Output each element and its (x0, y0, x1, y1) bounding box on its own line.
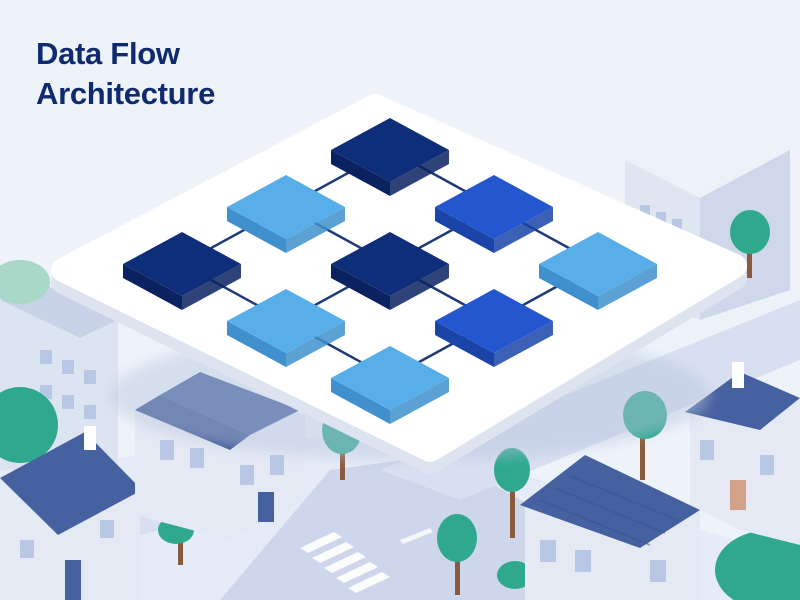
page-title: Data Flow Architecture (36, 34, 215, 114)
house-left (0, 426, 142, 600)
tree-icon (730, 210, 770, 278)
nodes (123, 118, 657, 424)
node-n9 (331, 346, 449, 424)
data-flow-diagram (123, 118, 657, 424)
node-n1 (331, 118, 449, 196)
house-right-front (520, 455, 700, 600)
node-n4 (123, 232, 241, 310)
bush-icon (0, 260, 800, 600)
node-n2 (227, 175, 345, 253)
title-line-1: Data Flow (36, 36, 180, 71)
house-right-back (685, 362, 800, 545)
node-n6 (539, 232, 657, 310)
title-line-2: Architecture (36, 76, 216, 111)
node-n8 (435, 289, 553, 367)
tree-icon (437, 514, 477, 595)
tree-icon (494, 448, 530, 538)
node-n7 (227, 289, 345, 367)
crosswalk (300, 532, 390, 593)
node-n5 (331, 232, 449, 310)
node-n3 (435, 175, 553, 253)
